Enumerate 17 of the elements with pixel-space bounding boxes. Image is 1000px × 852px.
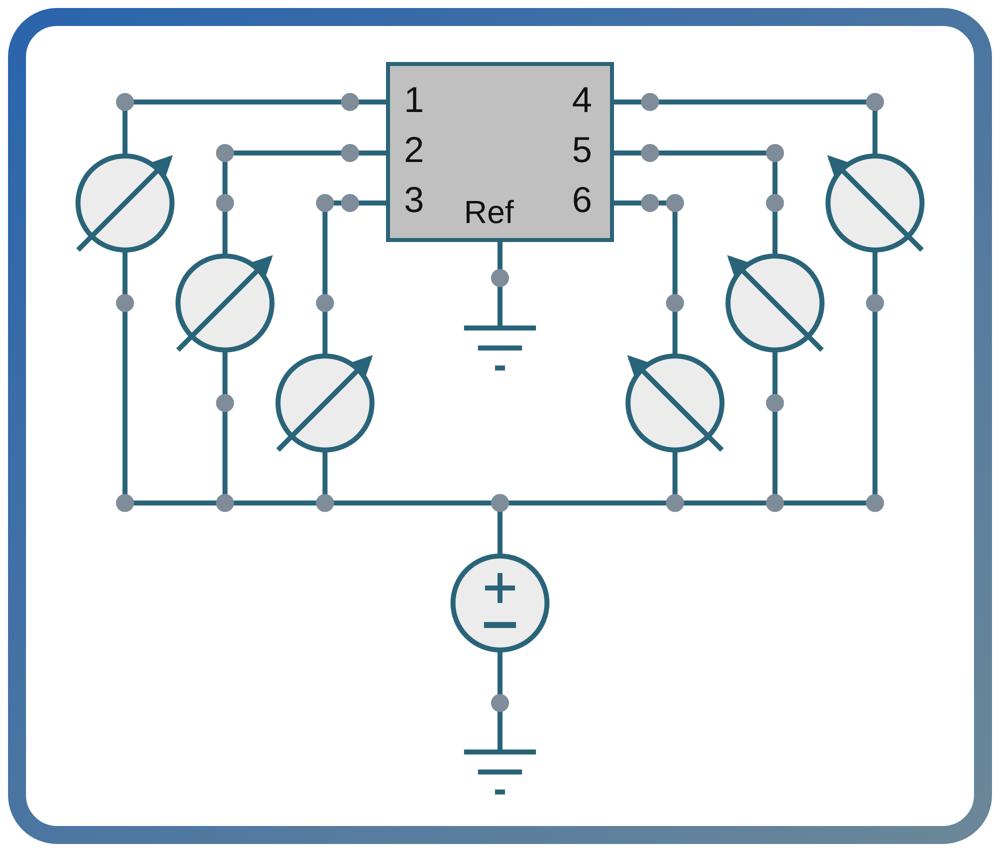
pin-number: 2 (404, 130, 424, 170)
pin-number: 1 (404, 80, 424, 120)
wire (322, 200, 386, 354)
pin-number: 5 (572, 130, 592, 170)
wire (614, 100, 878, 154)
wire (614, 150, 778, 254)
wire (222, 150, 386, 254)
wire (498, 242, 502, 326)
chip-box (386, 62, 614, 242)
pin-number: 6 (572, 180, 592, 220)
chip-label: Ref (464, 193, 514, 232)
voltage-source-symbol (450, 553, 550, 653)
wire (498, 652, 502, 750)
pin-number: 3 (404, 180, 424, 220)
wire (614, 200, 678, 354)
pin-number: 4 (572, 80, 592, 120)
wire (122, 100, 386, 154)
